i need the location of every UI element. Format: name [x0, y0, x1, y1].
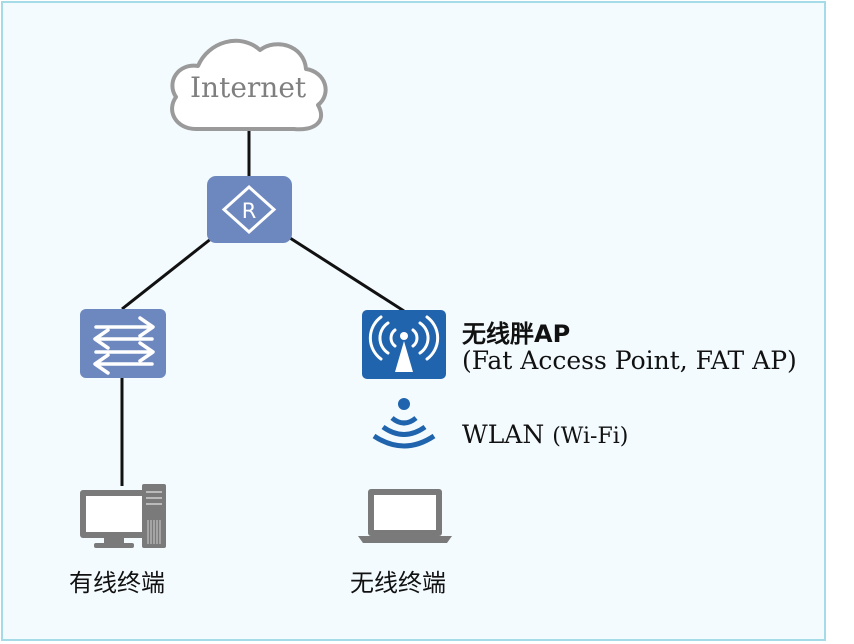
- link-router-switch: [121, 236, 213, 311]
- cloud-icon: [170, 38, 328, 132]
- switch-icon: [80, 309, 166, 378]
- laptop-icon: [358, 489, 452, 543]
- wireless-terminal-label: 无线终端: [350, 569, 446, 597]
- fat-ap-title: 无线胖AP: [462, 320, 571, 348]
- link-router-ap: [289, 236, 405, 313]
- wlan-suffix: (Wi-Fi): [552, 424, 629, 449]
- fat-ap-subtitle: (Fat Access Point, FAT AP): [462, 346, 797, 375]
- access-point-icon: [362, 310, 446, 379]
- wifi-icon: [372, 398, 436, 449]
- router-letter: R: [242, 199, 257, 223]
- router-icon: R: [207, 176, 292, 243]
- wlan-title: WLAN: [462, 420, 545, 449]
- wired-terminal-label: 有线终端: [69, 569, 165, 597]
- cloud-label: Internet: [190, 71, 307, 104]
- wlan-label: WLAN (Wi-Fi): [462, 420, 628, 449]
- desktop-pc-icon: [80, 484, 166, 548]
